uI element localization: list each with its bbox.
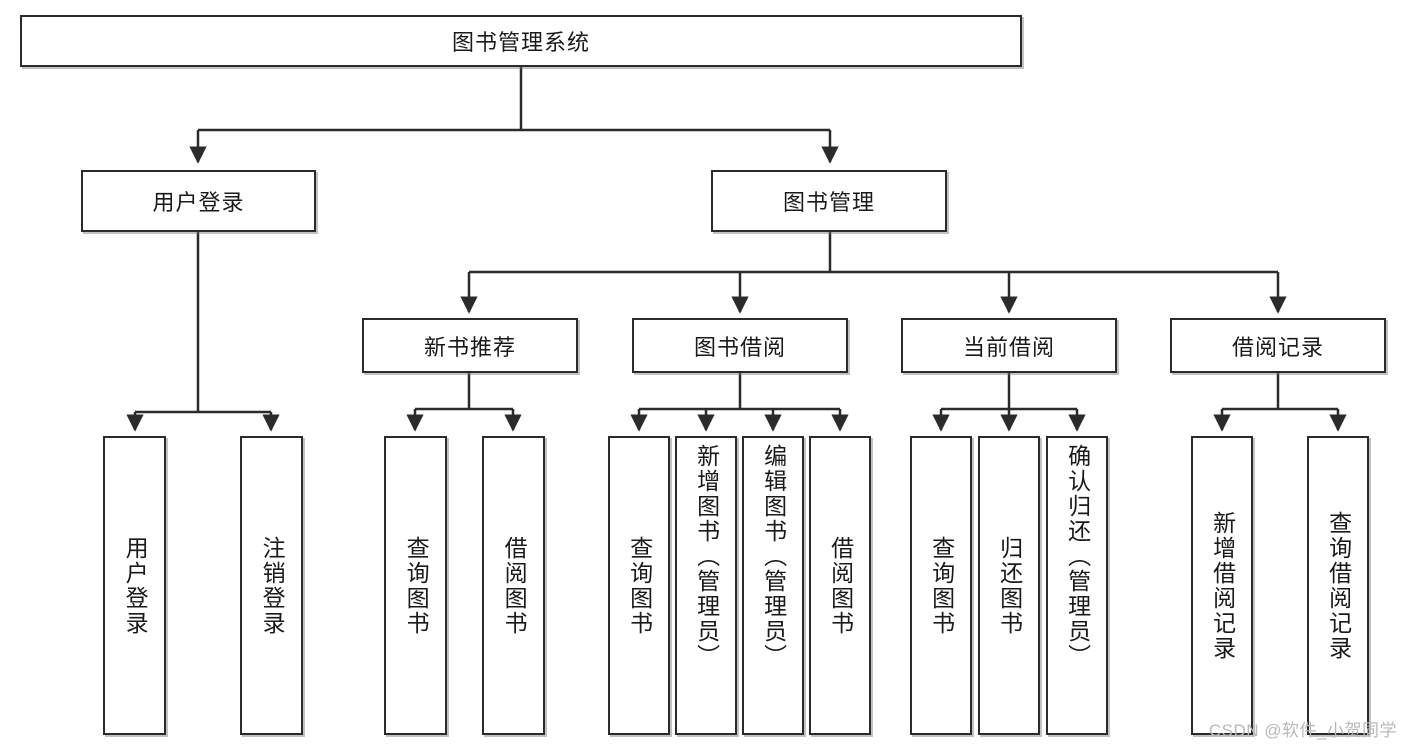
node-user-login-label: 用户登录 — [152, 190, 245, 215]
node-book-manage-label: 图书管理 — [782, 190, 875, 215]
node-leaf-add-book[interactable]: 新增图书（管理员） — [675, 436, 737, 735]
node-leaf-confirm-return[interactable]: 确认归还（管理员） — [1046, 436, 1108, 735]
node-leaf-return-book-label: 归还图书 — [996, 535, 1023, 636]
node-new-book-rec-label: 新书推荐 — [423, 334, 516, 360]
node-leaf-query-book-1[interactable]: 查询图书 — [384, 436, 447, 735]
node-current-borrow-label: 当前借阅 — [962, 334, 1055, 360]
node-book-borrow-label: 图书借阅 — [693, 334, 786, 360]
node-leaf-edit-book[interactable]: 编辑图书（管理员） — [742, 436, 804, 735]
node-leaf-borrow-book-1[interactable]: 借阅图书 — [482, 436, 545, 735]
node-user-login[interactable]: 用户登录 — [81, 170, 316, 232]
node-borrow-record-label: 借阅记录 — [1231, 334, 1324, 360]
node-leaf-query-book-1-label: 查询图书 — [403, 535, 430, 636]
node-leaf-add-record[interactable]: 新增借阅记录 — [1191, 436, 1253, 735]
watermark-text: CSDN @软件_小贺同学 — [1208, 721, 1397, 740]
node-leaf-query-book-2[interactable]: 查询图书 — [608, 436, 670, 735]
node-leaf-user-login-label: 用户登录 — [122, 535, 149, 636]
node-leaf-confirm-return-label: 确认归还（管理员） — [1064, 444, 1091, 669]
node-leaf-user-login[interactable]: 用户登录 — [103, 436, 166, 735]
node-leaf-query-book-2-label: 查询图书 — [626, 535, 653, 636]
node-borrow-record[interactable]: 借阅记录 — [1170, 318, 1386, 373]
node-root-label: 图书管理系统 — [451, 30, 590, 55]
node-leaf-user-logout-label: 注销登录 — [259, 535, 286, 636]
node-leaf-query-record-label: 查询借阅记录 — [1325, 510, 1352, 661]
node-leaf-add-record-label: 新增借阅记录 — [1209, 510, 1236, 661]
node-leaf-query-book-3[interactable]: 查询图书 — [910, 436, 972, 735]
node-book-borrow[interactable]: 图书借阅 — [632, 318, 848, 373]
node-root[interactable]: 图书管理系统 — [20, 15, 1022, 67]
node-leaf-query-book-3-label: 查询图书 — [928, 535, 955, 636]
node-book-manage[interactable]: 图书管理 — [711, 170, 947, 232]
node-current-borrow[interactable]: 当前借阅 — [901, 318, 1117, 373]
node-leaf-add-book-label: 新增图书（管理员） — [693, 444, 720, 669]
node-leaf-edit-book-label: 编辑图书（管理员） — [760, 444, 787, 669]
node-leaf-return-book[interactable]: 归还图书 — [978, 436, 1040, 735]
node-leaf-user-logout[interactable]: 注销登录 — [240, 436, 303, 735]
node-leaf-borrow-book-2[interactable]: 借阅图书 — [809, 436, 871, 735]
node-leaf-borrow-book-1-label: 借阅图书 — [501, 535, 528, 636]
node-leaf-query-record[interactable]: 查询借阅记录 — [1307, 436, 1369, 735]
node-leaf-borrow-book-2-label: 借阅图书 — [827, 535, 854, 636]
node-new-book-rec[interactable]: 新书推荐 — [362, 318, 578, 373]
